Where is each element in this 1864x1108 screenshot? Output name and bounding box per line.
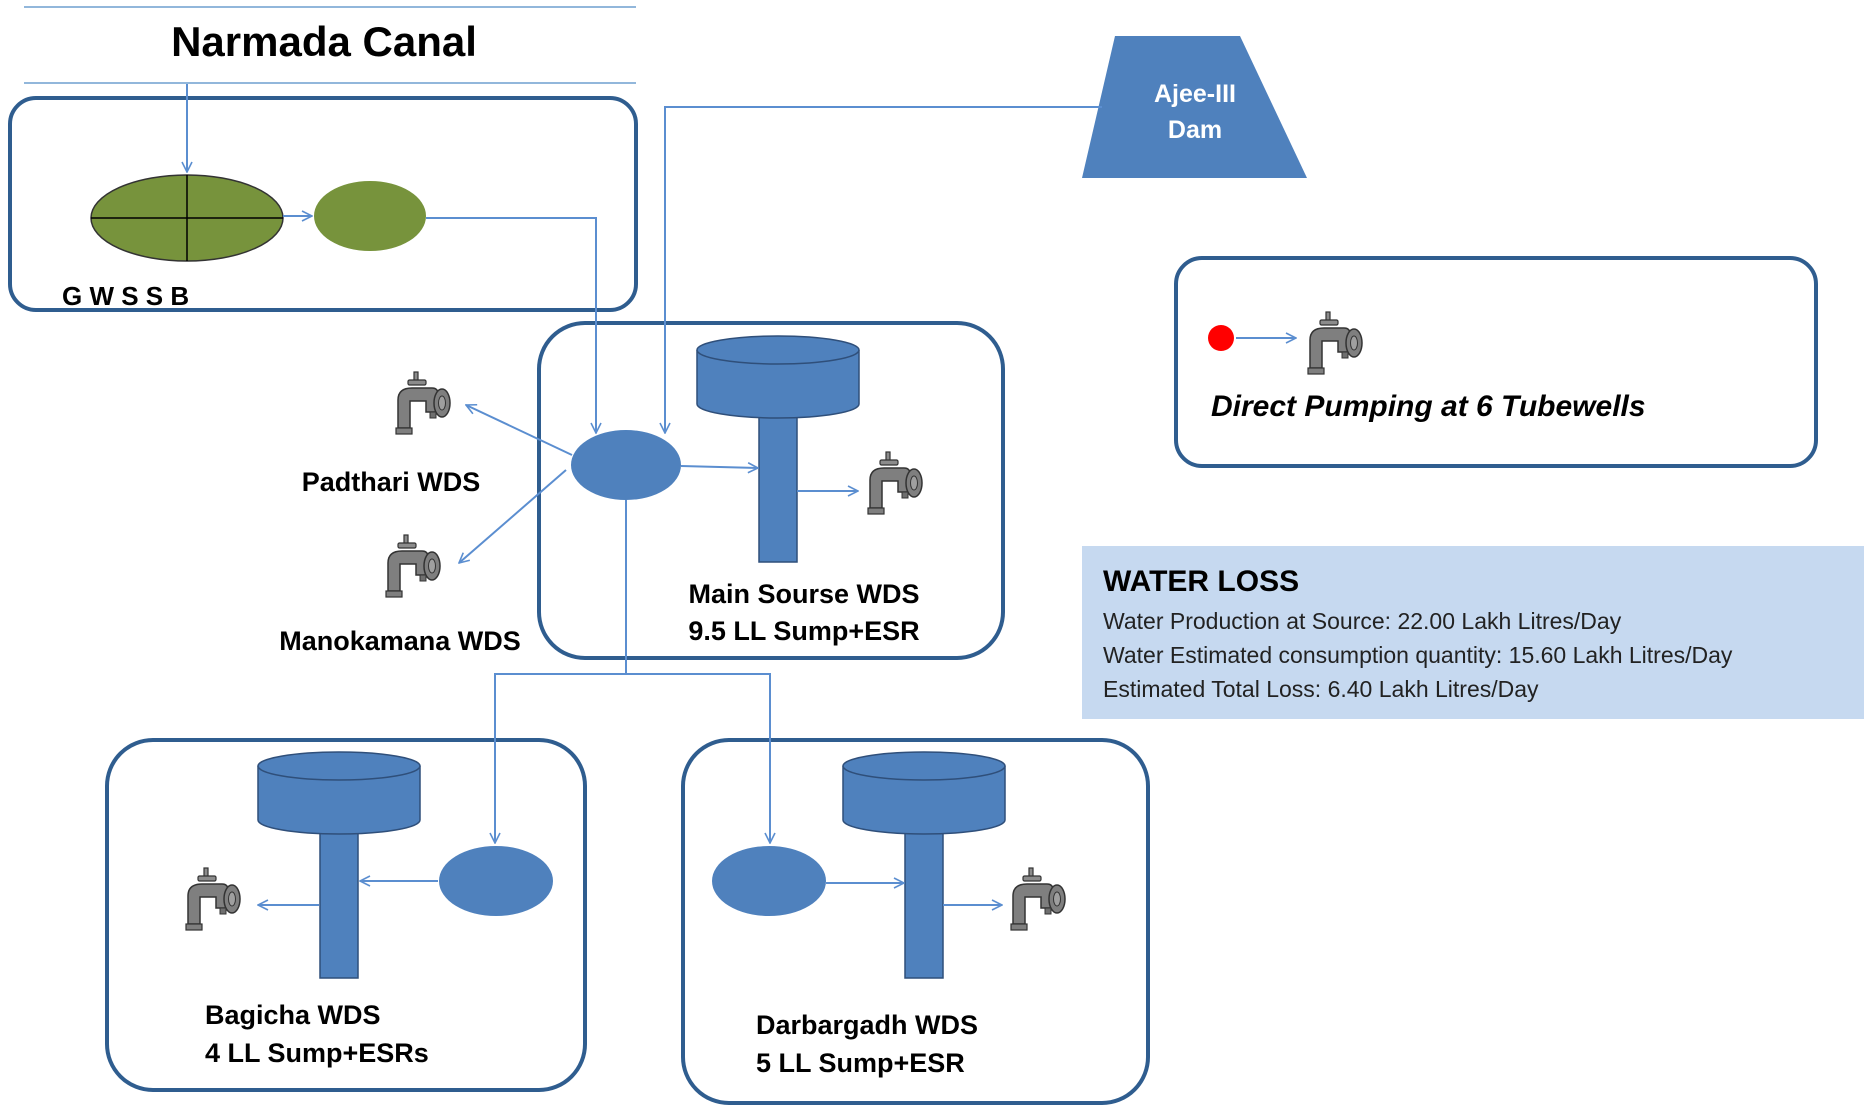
tap-icon <box>867 451 923 515</box>
water-total-loss-line: Estimated Total Loss: 6.40 Lakh Litres/D… <box>1103 676 1539 702</box>
tap-icon <box>1010 867 1066 931</box>
manokamana-label: Manokamana WDS <box>279 626 521 656</box>
gwssb-label: G W S S B <box>62 281 189 311</box>
bagicha-sump-icon <box>439 846 553 916</box>
pump-dot-icon <box>1208 325 1234 351</box>
arrow-gwssb-to-main <box>426 217 596 433</box>
tap-icon <box>385 534 441 598</box>
arrow-sump-to-tank <box>680 466 758 468</box>
darbargadh-tank-icon <box>842 751 1006 979</box>
darbargadh-wds-capacity: 5 LL Sump+ESR <box>756 1048 965 1078</box>
darbargadh-wds-box <box>681 738 1150 1105</box>
bagicha-wds-name: Bagicha WDS <box>205 1000 381 1030</box>
arrow-to-bagicha <box>495 500 627 843</box>
padthari-label: Padthari WDS <box>302 467 481 497</box>
bagicha-wds-box <box>105 738 587 1092</box>
gwssb-box <box>8 96 638 312</box>
arrow-dam-to-main <box>665 106 1102 433</box>
main-sump-icon <box>571 430 681 500</box>
tap-icon <box>185 867 241 931</box>
bagicha-tank-icon <box>257 751 421 979</box>
main-wds-box <box>537 321 1005 660</box>
bagicha-wds-capacity: 4 LL Sump+ESRs <box>205 1038 429 1068</box>
arrow-to-padthari <box>466 405 573 456</box>
water-consumption-line: Water Estimated consumption quantity: 15… <box>1103 642 1733 668</box>
main-wds-capacity: 9.5 LL Sump+ESR <box>688 616 919 646</box>
water-loss-heading: WATER LOSS <box>1103 565 1299 598</box>
arrow-to-darbargadh <box>626 673 770 843</box>
water-production-line: Water Production at Source: 22.00 Lakh L… <box>1103 608 1622 634</box>
gwssb-sump-icon <box>314 181 426 251</box>
water-loss-panel <box>1082 546 1864 719</box>
arrow-to-manokamana <box>459 469 567 563</box>
direct-pumping-label: Direct Pumping at 6 Tubewells <box>1211 390 1646 423</box>
main-tank-icon <box>696 335 860 563</box>
dam-label-line1: Ajee-III <box>1154 80 1236 108</box>
gwssb-plant-icon <box>90 174 284 262</box>
darbargadh-wds-name: Darbargadh WDS <box>756 1010 978 1040</box>
direct-pumping-box <box>1174 256 1818 468</box>
tap-icon <box>395 371 451 435</box>
main-wds-name: Main Sourse WDS <box>688 579 919 609</box>
dam-label-line2: Dam <box>1168 116 1222 144</box>
flow-arrows <box>187 84 1102 905</box>
dam-icon <box>1082 36 1307 178</box>
diagram-title: Narmada Canal <box>171 18 477 65</box>
darbargadh-sump-icon <box>712 846 826 916</box>
tap-icon <box>1307 311 1363 375</box>
